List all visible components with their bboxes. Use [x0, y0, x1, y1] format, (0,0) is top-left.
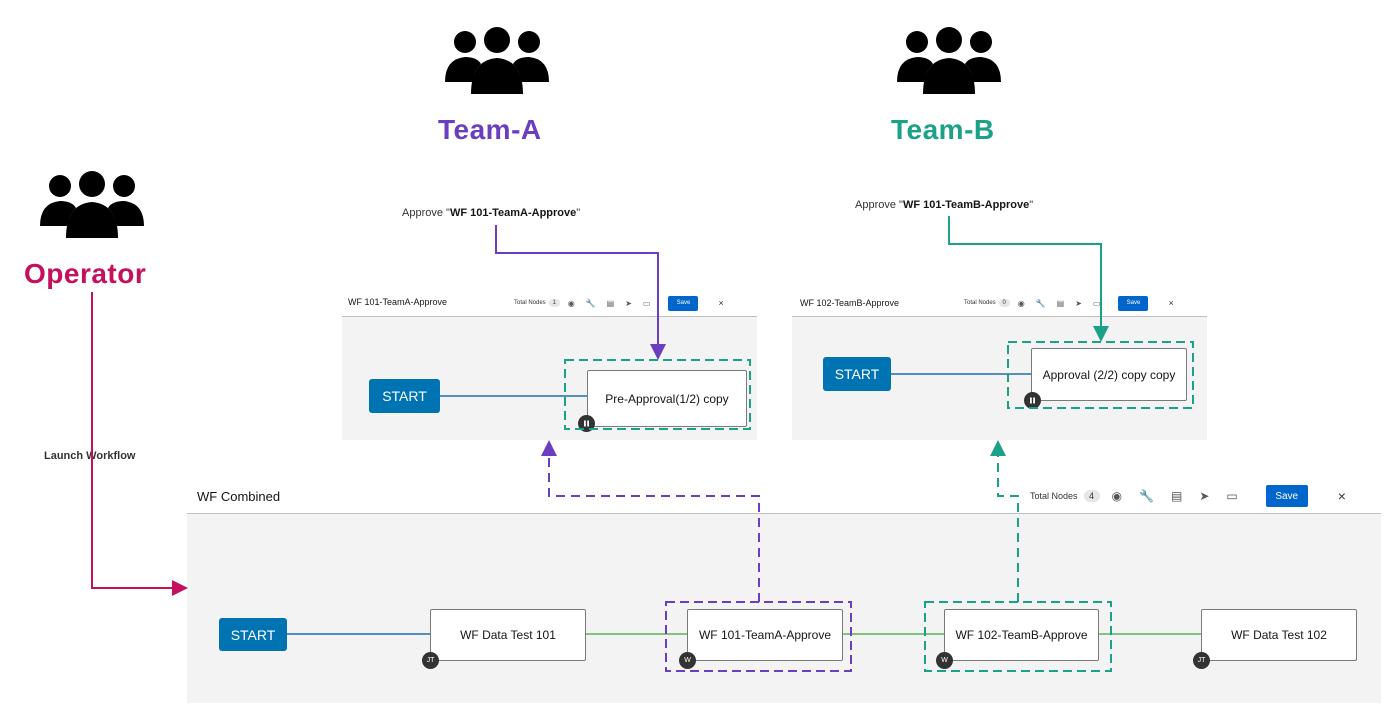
- wf-combined-start-node[interactable]: START: [219, 618, 287, 651]
- team-a-label: Team-A: [438, 114, 542, 145]
- wf-combined-header: WF Combined Total Nodes 4 ◉ 🔧 ▤ ➤ ▭ Save…: [187, 480, 1381, 514]
- compass-icon[interactable]: ◉: [567, 298, 575, 308]
- combined-node-teama-approve[interactable]: WF 101-TeamA-Approve: [687, 609, 843, 661]
- team-a-caption: Approve "WF 101-TeamA-Approve": [402, 207, 581, 219]
- job-template-badge: JT: [1193, 652, 1210, 669]
- wf-a-total-nodes-label: Total Nodes: [514, 300, 546, 306]
- wf-combined-title: WF Combined: [197, 489, 281, 504]
- wf-b-title: WF 102-TeamB-Approve: [800, 298, 900, 308]
- wf-b-total-nodes-count: 0: [998, 299, 1010, 307]
- wf-a-title: WF 101-TeamA-Approve: [348, 297, 448, 307]
- trash-icon[interactable]: ▭: [1226, 489, 1238, 503]
- team-b-people-icon: [897, 27, 1001, 94]
- operator-launch-arrow: [91, 292, 188, 596]
- rocket-icon[interactable]: ➤: [1075, 298, 1082, 308]
- wrench-icon[interactable]: 🔧: [585, 298, 596, 308]
- wf-b-start-node[interactable]: START: [823, 357, 891, 391]
- wf-b-save-button[interactable]: Save: [1118, 295, 1149, 311]
- workflow-badge: W: [936, 652, 953, 669]
- team-a-people-icon: [445, 27, 549, 94]
- trash-icon[interactable]: ▭: [642, 298, 651, 308]
- operator-label: Operator: [24, 258, 147, 289]
- wf-b-total-nodes-label: Total Nodes: [964, 300, 996, 306]
- pause-icon: [578, 415, 595, 432]
- pause-icon: [1024, 392, 1041, 409]
- wf-b-approval-node[interactable]: Approval (2/2) copy copy: [1031, 348, 1187, 401]
- wf-a-toolbar: Total Nodes 1 ◉ 🔧 ▤ ➤ ▭ Save ×: [514, 294, 724, 312]
- wrench-icon[interactable]: 🔧: [1035, 298, 1046, 308]
- trash-icon[interactable]: ▭: [1092, 298, 1101, 308]
- workflow-badge: W: [679, 652, 696, 669]
- save-disk-icon[interactable]: ▤: [1170, 489, 1183, 503]
- job-template-badge: JT: [422, 652, 439, 669]
- wf-a-header: WF 101-TeamA-Approve Total Nodes 1 ◉ 🔧 ▤…: [342, 290, 757, 317]
- wf-a-close-icon[interactable]: ×: [718, 298, 724, 308]
- save-disk-icon[interactable]: ▤: [1056, 298, 1065, 308]
- wf-combined-close-icon[interactable]: ×: [1337, 488, 1346, 504]
- launch-workflow-label: Launch Workflow: [44, 450, 136, 462]
- wf-combined-save-button[interactable]: Save: [1265, 485, 1308, 507]
- wrench-icon[interactable]: 🔧: [1139, 489, 1154, 503]
- combined-node-teamb-approve[interactable]: WF 102-TeamB-Approve: [944, 609, 1099, 661]
- wf-combined-total-nodes-label: Total Nodes: [1030, 491, 1078, 501]
- wf-combined-toolbar: Total Nodes 4 ◉ 🔧 ▤ ➤ ▭ Save ×: [1030, 485, 1346, 507]
- team-b-label: Team-B: [891, 114, 995, 145]
- team-b-caption: Approve "WF 101-TeamB-Approve": [855, 199, 1034, 211]
- wf-a-start-node[interactable]: START: [369, 379, 440, 413]
- rocket-icon[interactable]: ➤: [1199, 489, 1210, 503]
- combined-node-data-test-101[interactable]: WF Data Test 101: [430, 609, 586, 661]
- operator-people-icon: [40, 171, 144, 238]
- compass-icon[interactable]: ◉: [1017, 298, 1025, 308]
- save-disk-icon[interactable]: ▤: [606, 298, 615, 308]
- compass-icon[interactable]: ◉: [1111, 489, 1123, 503]
- wf-a-save-button[interactable]: Save: [668, 295, 699, 311]
- wf-b-toolbar: Total Nodes 0 ◉ 🔧 ▤ ➤ ▭ Save ×: [964, 294, 1174, 312]
- wf-a-total-nodes-count: 1: [548, 299, 560, 307]
- rocket-icon[interactable]: ➤: [625, 298, 632, 308]
- wf-combined-total-nodes-count: 4: [1083, 490, 1100, 502]
- wf-a-approval-node[interactable]: Pre-Approval(1/2) copy: [587, 370, 747, 427]
- wf-b-close-icon[interactable]: ×: [1168, 298, 1174, 308]
- wf-b-header: WF 102-TeamB-Approve Total Nodes 0 ◉ 🔧 ▤…: [792, 290, 1207, 317]
- combined-node-data-test-102[interactable]: WF Data Test 102: [1201, 609, 1357, 661]
